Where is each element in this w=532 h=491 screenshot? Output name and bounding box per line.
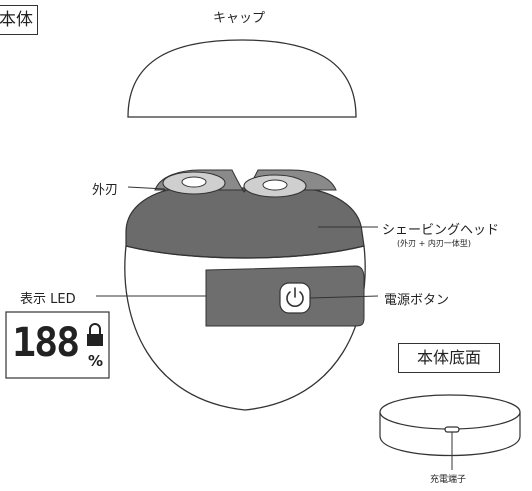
leader-power bbox=[309, 295, 379, 299]
outer-blade-label: 外刃 bbox=[92, 183, 119, 198]
led-digits: 188 bbox=[12, 320, 80, 366]
leader-outer-blade bbox=[127, 186, 166, 190]
seam-line bbox=[125, 245, 365, 259]
shaving-head bbox=[125, 187, 365, 259]
power-button-label: 電源ボタン bbox=[384, 293, 450, 308]
outer-blade-left-center bbox=[181, 176, 207, 188]
shaving-head-label: シェービングヘッド bbox=[382, 223, 500, 238]
bottom-title: 本体底面 bbox=[398, 343, 500, 373]
charge-port bbox=[444, 426, 460, 433]
cap bbox=[127, 39, 357, 118]
cap-label: キャップ bbox=[213, 11, 266, 26]
bottom-view-top bbox=[379, 394, 521, 430]
power-icon bbox=[286, 287, 304, 307]
charge-port-label: 充電端子 bbox=[430, 475, 467, 485]
lock-icon bbox=[87, 323, 103, 346]
led-label: 表示 LED bbox=[20, 292, 76, 307]
shaving-head-sublabel: (外刃 + 内刃一体型) bbox=[397, 239, 472, 248]
main-title: 本体 bbox=[0, 5, 38, 35]
led-percent: % bbox=[88, 352, 104, 370]
outer-blade-right-center bbox=[262, 179, 288, 191]
